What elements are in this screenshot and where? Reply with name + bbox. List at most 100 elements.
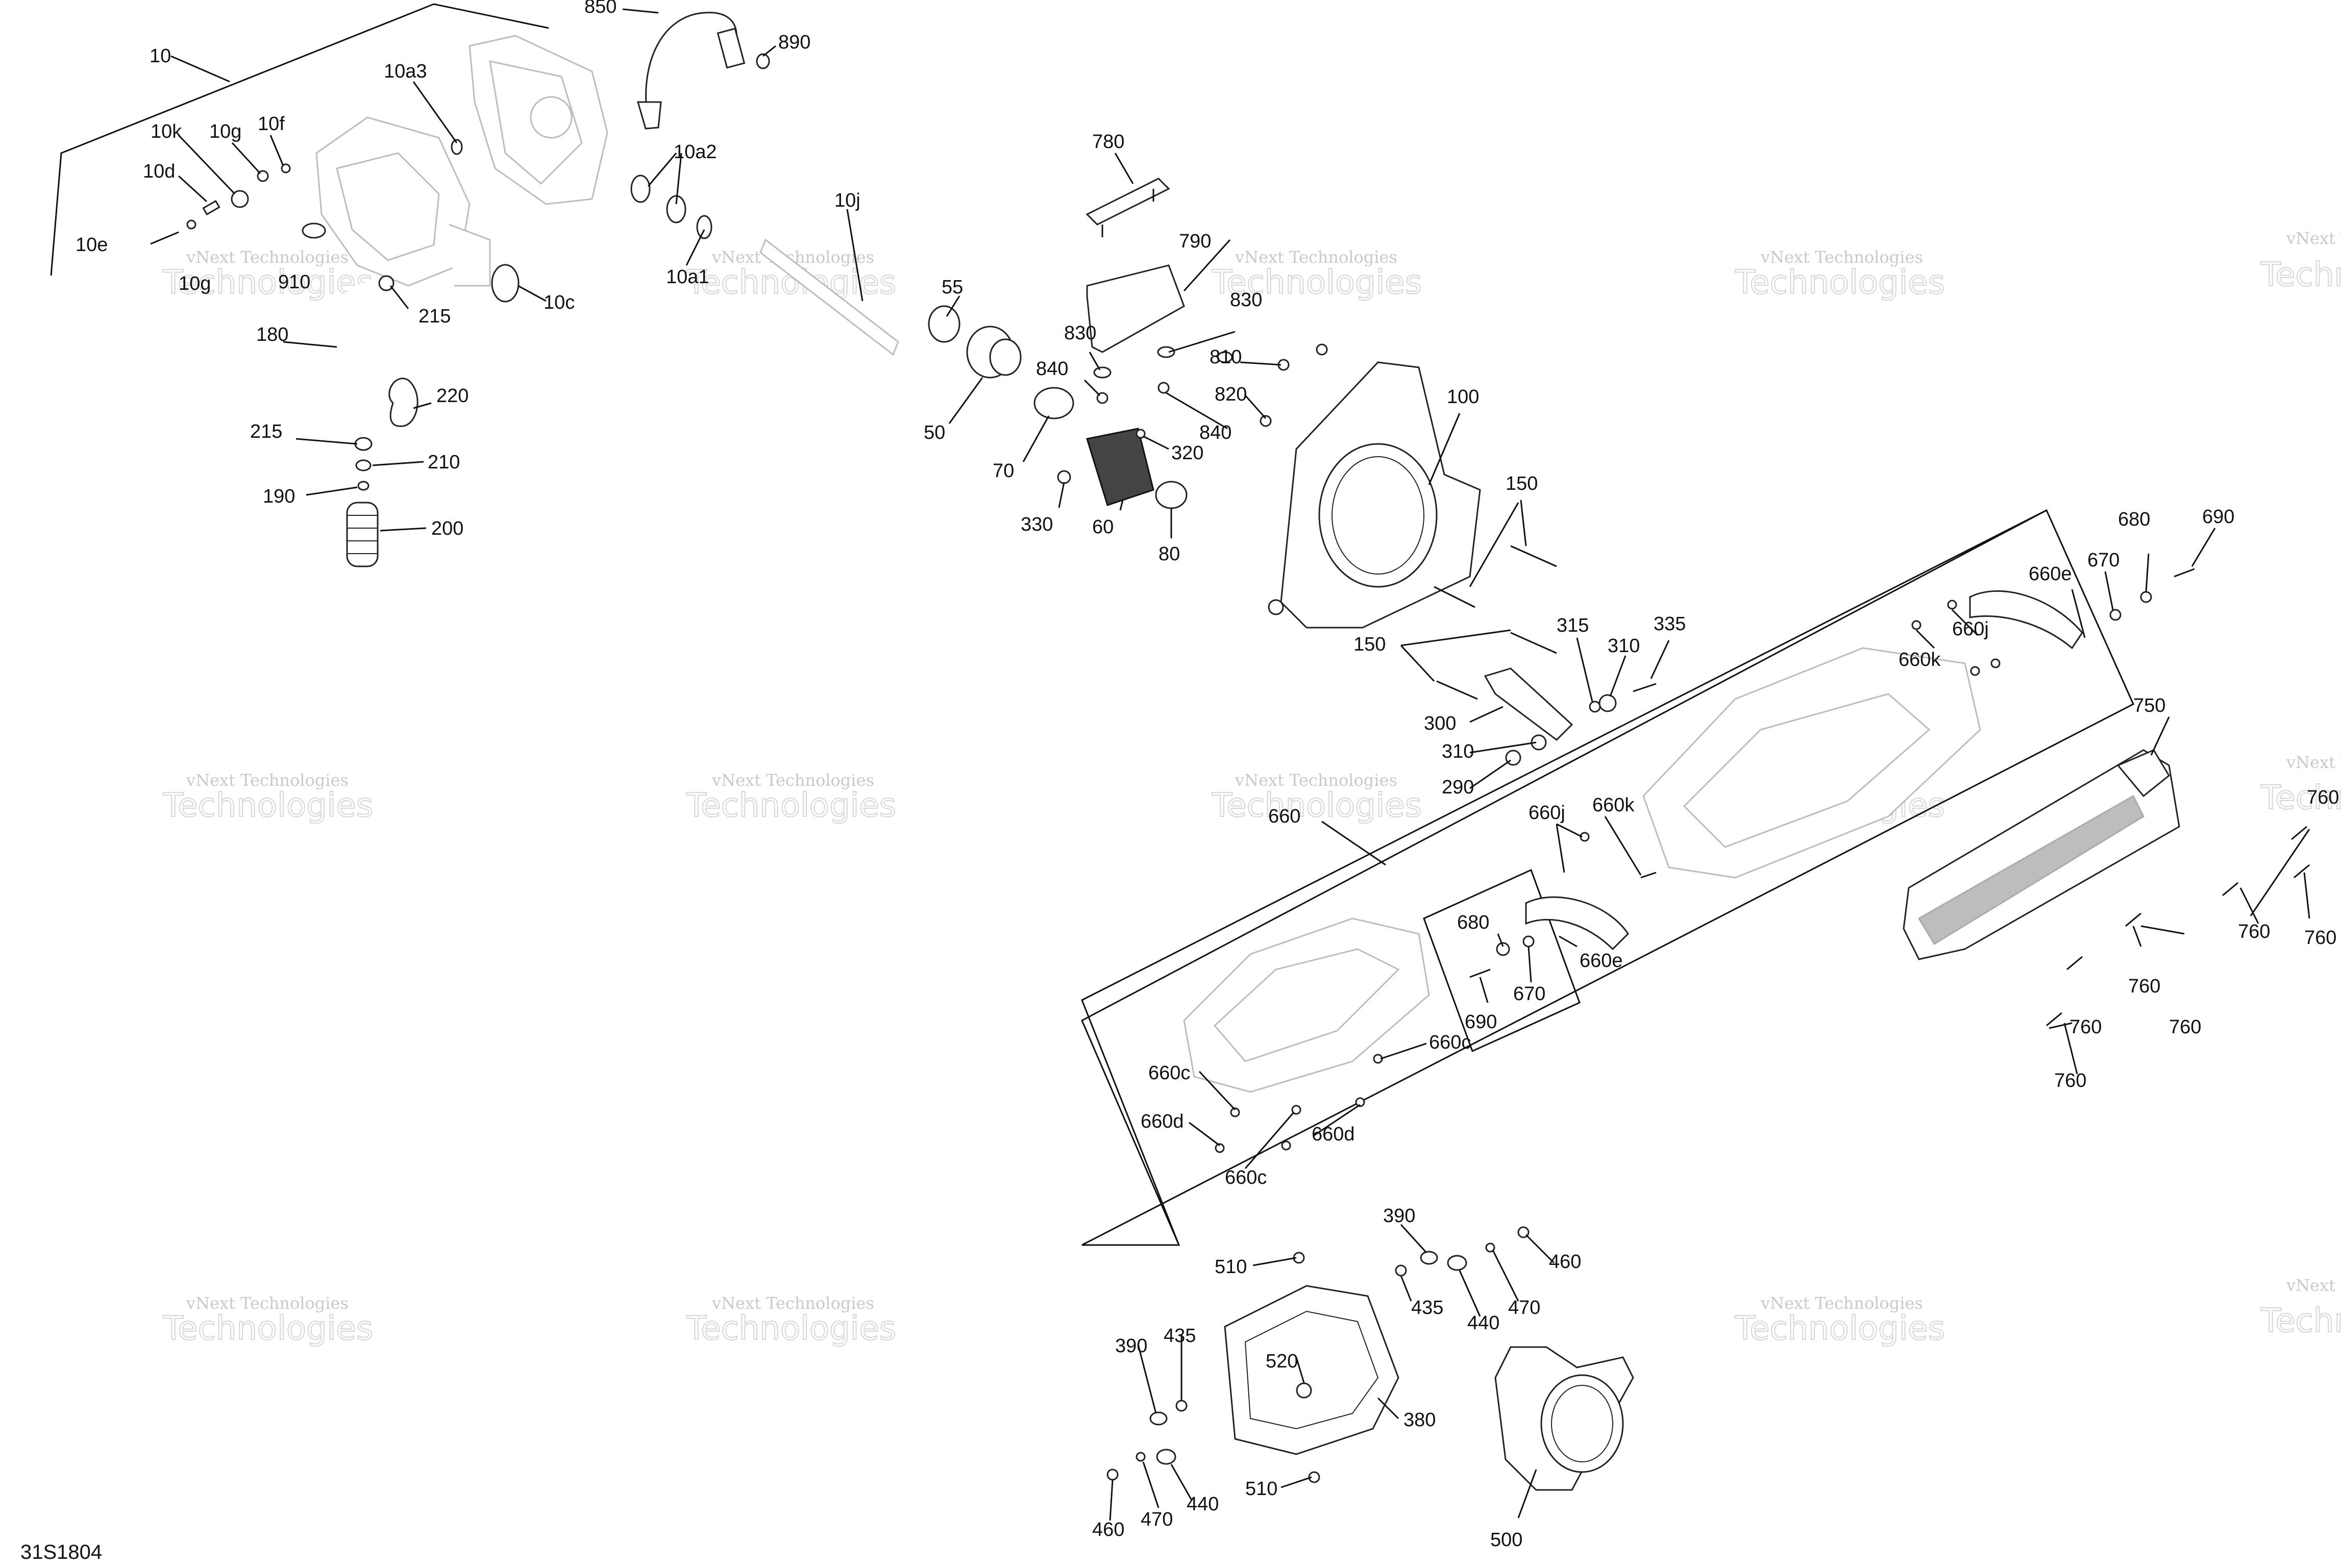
spacer-670b — [1522, 935, 1535, 948]
shield-660e-b — [1525, 896, 1629, 951]
cover-660 — [1183, 647, 1981, 1093]
callout-label: 470 — [1141, 1509, 1173, 1530]
group-660-frame — [1081, 509, 2134, 1246]
callout-label: 760 — [2069, 1016, 2102, 1038]
screw-320 — [1136, 429, 1146, 439]
nut-820 — [1316, 343, 1328, 356]
bolt-760c — [2294, 864, 2310, 879]
watermarks: Technologies vNext Technologies Technolo… — [162, 229, 2341, 1348]
callout-label: 670 — [1513, 983, 1545, 1005]
callout-label: 330 — [1021, 514, 1053, 535]
clamp-80 — [1155, 481, 1188, 509]
callout-label: 470 — [1508, 1297, 1540, 1318]
callout-label: 780 — [1092, 131, 1124, 153]
callout-label: 670 — [2087, 550, 2120, 571]
watermark: Technologies vNext Technologies — [685, 770, 897, 825]
washer-830b — [1157, 346, 1175, 358]
watermark-outline: Technologies — [1735, 1310, 1945, 1348]
callout-label: 840 — [1036, 358, 1068, 380]
watermark-text: vNext Technologies — [186, 770, 349, 790]
watermark-outline: Technologies — [2260, 1302, 2341, 1340]
watermark: Technologies vNext Technologies — [162, 1293, 374, 1348]
washer-470 — [1485, 1242, 1495, 1253]
callout-label: 840 — [1199, 422, 1231, 443]
watermark-outline: Technologies — [686, 787, 896, 825]
callout-label: 850 — [584, 0, 617, 17]
callout-label: 150 — [1353, 634, 1386, 655]
callout-label: 460 — [1549, 1251, 1581, 1273]
watermark-outline: Technologies — [163, 1310, 373, 1348]
watermark-text: vNext Technologies — [711, 1293, 874, 1313]
screw-660k-c — [1640, 872, 1657, 879]
watermark: Technologies vNext Technologies — [1734, 247, 1945, 302]
bolt-760f — [2046, 1012, 2062, 1027]
callout-label: 180 — [256, 324, 288, 345]
clip-55 — [928, 305, 960, 343]
bolt-10e — [150, 231, 179, 245]
callout-label: 440 — [1467, 1312, 1499, 1334]
callout-label: 300 — [1424, 713, 1456, 734]
callout-label: 520 — [1266, 1351, 1298, 1372]
callout-label: 890 — [778, 32, 810, 53]
group-frames — [50, 3, 2134, 1246]
callout-label: 660k — [1592, 794, 1635, 816]
callout-label: 390 — [1115, 1335, 1147, 1357]
watermark-outline: Technologies — [163, 787, 373, 825]
watermark-outline: Technologies — [1212, 787, 1422, 825]
washer-680b — [1496, 942, 1510, 956]
screw-660k-b — [1970, 666, 1980, 676]
spacer-670 — [2109, 609, 2122, 621]
watermark-text: vNext Technologies — [2286, 1276, 2341, 1295]
watermark-outline: Technologies — [686, 1310, 896, 1348]
callout-label: 690 — [1465, 1011, 1497, 1033]
screw-660d-b — [1355, 1097, 1365, 1107]
diagram-reference-code: 31S1804 — [20, 1541, 102, 1563]
callout-label: 660d — [1141, 1111, 1184, 1132]
shield-660e — [1969, 590, 2083, 650]
group-660-inner-frame — [1423, 868, 1581, 1053]
callout-label: 315 — [1557, 615, 1589, 636]
bracket-500 — [1494, 1346, 1634, 1491]
watermark-text: vNext Technologies — [1760, 1293, 1923, 1313]
callout-label: 10g — [209, 121, 241, 142]
clamp-70 — [1033, 387, 1074, 419]
washer-660j — [1947, 600, 1957, 610]
callout-label: 510 — [1245, 1478, 1277, 1500]
watermark-text: vNext Technologies — [186, 1293, 349, 1313]
bolt-690 — [2174, 568, 2195, 578]
callout-label: 460 — [1092, 1519, 1124, 1540]
clip-890 — [756, 53, 770, 69]
fitting-50 — [966, 326, 1022, 379]
bolt-150a — [1510, 545, 1557, 567]
washer-660j-b — [1990, 658, 2001, 668]
callout-label: 10d — [143, 161, 175, 182]
clip-910 — [302, 222, 326, 239]
watermark-outline: Technologies — [2260, 779, 2341, 817]
callout-label: 680 — [1457, 912, 1489, 933]
callout-label: 760 — [2169, 1016, 2201, 1038]
callout-labels: 10 10a3 850 890 10k 10g 10f 10d 10a2 10e… — [76, 0, 2339, 1551]
washer-830 — [1093, 366, 1112, 379]
nut-840b — [1157, 382, 1170, 394]
fitting-510b — [1308, 1471, 1320, 1483]
housing-100 — [1268, 361, 1481, 629]
washer-820b — [1260, 415, 1272, 427]
callout-label: 100 — [1447, 386, 1479, 408]
bushing-310 — [1598, 694, 1617, 712]
callout-label: 750 — [2133, 695, 2165, 716]
washer-10g-b — [186, 219, 196, 230]
callout-label: 830 — [1230, 289, 1262, 311]
oring-10a2 — [630, 175, 651, 203]
callout-label: 215 — [250, 421, 282, 442]
callout-label: 310 — [1442, 741, 1474, 762]
callout-label: 70 — [993, 460, 1014, 482]
grommet-520 — [1296, 1382, 1312, 1399]
bolt-760b — [2291, 826, 2307, 840]
callout-label: 220 — [436, 385, 469, 407]
bolt-760d — [2125, 912, 2141, 927]
group-660-frame-edge — [1081, 509, 2047, 1246]
bolt-150d — [1436, 680, 1478, 700]
callout-label: 760 — [2307, 787, 2339, 808]
callout-label: 10j — [834, 190, 860, 211]
